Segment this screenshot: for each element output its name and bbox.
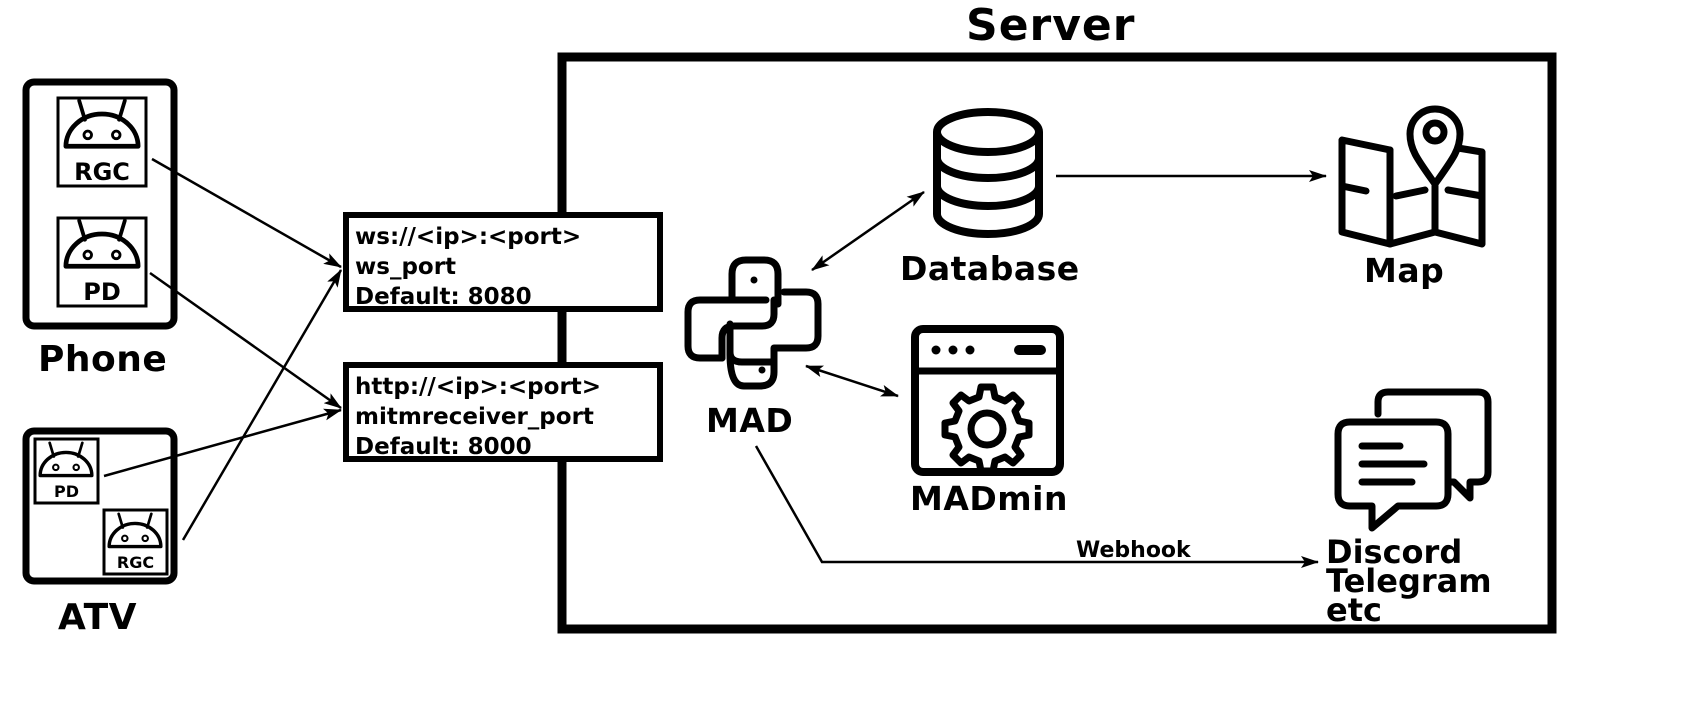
arrow-atv-rgc-to-ws (181, 269, 343, 541)
atv-rgc-app-icon (102, 508, 169, 576)
ws-endpoint-url: ws://<ip>:<port> (355, 224, 582, 250)
atv-pd-app-label: PD (53, 482, 79, 501)
phone-pd-app-icon (56, 216, 148, 308)
browser-window-gear-icon (911, 325, 1064, 476)
arrow-mad-webhook (754, 445, 1319, 568)
notify-etc-label: etc (1326, 591, 1382, 629)
database-label: Database (900, 249, 1080, 288)
http-endpoint-setting: mitmreceiver_port (355, 404, 594, 430)
arrow-atv-pd-to-http (103, 408, 342, 478)
atv-rgc-app-label: RGC (116, 553, 155, 572)
map-label: Map (1364, 251, 1445, 290)
phone-pd-app-label: PD (83, 278, 121, 306)
http-endpoint-url: http://<ip>:<port> (355, 374, 602, 400)
ws-endpoint-default: Default: 8080 (355, 284, 532, 310)
notify-telegram-label: Telegram (1326, 562, 1492, 600)
http-endpoint-default: Default: 8000 (355, 434, 532, 460)
server-title: Server (966, 0, 1136, 51)
phone-rgc-app-icon (56, 96, 148, 188)
webhook-edge-label: Webhook (1076, 538, 1191, 563)
ws-endpoint-setting: ws_port (355, 254, 457, 280)
server-frame (557, 52, 1557, 634)
notification-targets-label: Discord Telegram etc (1326, 533, 1492, 629)
atv-label: ATV (58, 597, 137, 638)
atv-device-frame (22, 427, 178, 585)
phone-label: Phone (38, 339, 168, 380)
phone-device-frame (22, 78, 178, 330)
database-cylinder-icon (933, 108, 1043, 238)
arrow-mad-database (811, 190, 925, 272)
folded-map-pin-icon (1338, 105, 1486, 248)
mad-label: MAD (706, 401, 794, 440)
chat-bubbles-icon (1334, 388, 1492, 532)
notify-discord-label: Discord (1326, 533, 1463, 571)
ws-endpoint-box: ws://<ip>:<port> ws_port Default: 8080 (343, 212, 663, 312)
atv-pd-app-icon (33, 437, 100, 505)
arrow-phone-pd-to-http (149, 271, 342, 410)
arrow-phone-rgc-to-ws (151, 157, 342, 269)
arrow-mad-madmin (805, 364, 899, 398)
python-logo-icon (684, 256, 822, 390)
madmin-label: MADmin (910, 479, 1068, 518)
phone-rgc-app-label: RGC (74, 158, 130, 186)
http-endpoint-box: http://<ip>:<port> mitmreceiver_port Def… (343, 362, 663, 462)
